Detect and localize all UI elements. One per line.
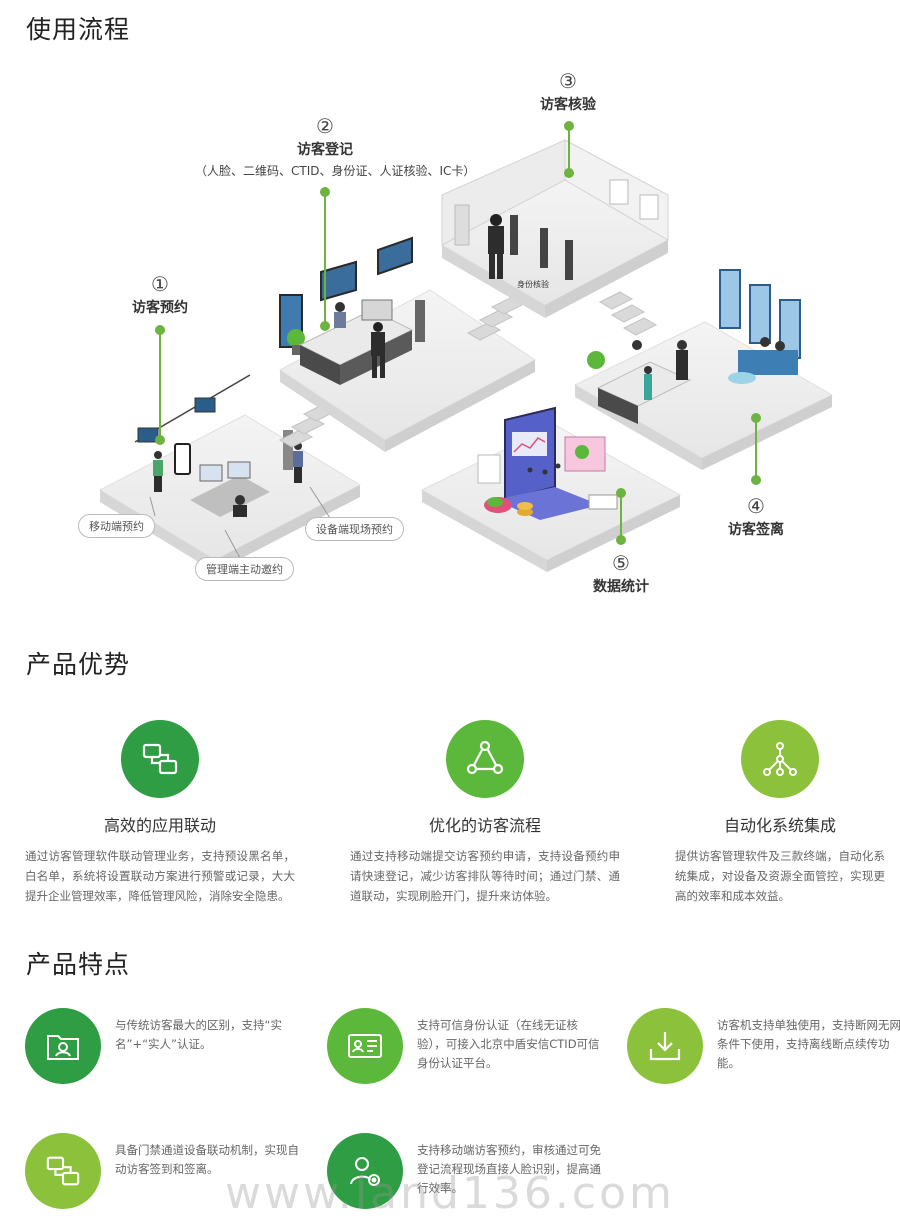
feature-item: 与传统访客最大的区别，支持“实名”+“实人”认证。	[25, 1008, 305, 1088]
features-section-title: 产品特点	[26, 950, 131, 979]
linked-screens-icon	[121, 720, 199, 798]
advantage-title: 自动化系统集成	[723, 816, 836, 835]
callout-lines	[155, 121, 761, 545]
feature-desc: 具备门禁通道设备联动机制，实现自动访客签到和签离。	[115, 1143, 299, 1176]
advantage-item: 优化的访客流程 通过支持移动端提交访客预约申请，支持设备预约申请快速登记，减少访…	[350, 720, 620, 906]
feature-desc: 支持移动端访客预约，审核通过可免登记流程现场直接人脸识别，提高通行效率。	[417, 1143, 601, 1195]
advantage-title: 高效的应用联动	[103, 816, 216, 835]
step-number: ④	[747, 494, 765, 518]
step-statistics: ⑤ 数据统计	[581, 552, 661, 596]
step-label: 访客签离	[728, 522, 784, 538]
tag-admin-invitation: 管理端主动邀约	[195, 557, 294, 581]
platform-registration	[279, 236, 536, 452]
step-label: 数据统计	[593, 579, 649, 595]
step-label: 访客登记	[297, 142, 353, 158]
stairs-3	[598, 291, 658, 336]
hierarchy-icon	[741, 720, 819, 798]
step-verification: ③ 访客核验	[528, 70, 608, 114]
feature-item: 访客机支持单独使用，支持断网无网条件下使用，支持离线断点续传功能。	[627, 1008, 900, 1088]
advantage-item: 高效的应用联动 通过访客管理软件联动管理业务，支持预设黑名单，白名单，系统将设置…	[25, 720, 295, 906]
tag-mobile-reservation: 移动端预约	[78, 514, 155, 538]
id-folder-icon	[25, 1008, 101, 1084]
stairs-2	[466, 296, 526, 341]
usage-section-title: 使用流程	[26, 15, 131, 44]
step-signout: ④ 访客签离	[716, 495, 796, 539]
step-number: ①	[151, 272, 169, 296]
step-registration: ② 访客登记 （人脸、二维码、CTID、身份证、人证核验、IC卡）	[195, 114, 476, 179]
user-settings-icon	[327, 1133, 403, 1209]
advantages-section-title: 产品优势	[26, 650, 131, 679]
office-isometric-illustration	[98, 121, 834, 572]
feature-item: 具备门禁通道设备联动机制，实现自动访客签到和签离。	[25, 1133, 305, 1213]
step-reservation: ① 访客预约	[120, 273, 200, 317]
feature-item: 支持可信身份认证（在线无证核验），可接入北京中盾安信CTID可信身份认证平台。	[327, 1008, 607, 1088]
id-card-icon	[327, 1008, 403, 1084]
feature-desc: 支持可信身份认证（在线无证核验），可接入北京中盾安信CTID可信身份认证平台。	[417, 1018, 600, 1070]
platform-reservation	[98, 374, 362, 572]
step-label: 访客核验	[540, 97, 596, 113]
flow-cycle-icon	[446, 720, 524, 798]
advantage-desc: 通过支持移动端提交访客预约申请，支持设备预约申请快速登记，减少访客排队等待时间；…	[350, 849, 620, 903]
advantage-desc: 通过访客管理软件联动管理业务，支持预设黑名单，白名单，系统将设置联动方案进行预警…	[25, 849, 295, 903]
step-number: ②	[316, 114, 334, 138]
step-number: ⑤	[612, 551, 630, 575]
platform-verification	[440, 139, 670, 318]
feature-item: 支持移动端访客预约，审核通过可免登记流程现场直接人脸识别，提高通行效率。	[327, 1133, 607, 1213]
linked-screens-icon	[25, 1133, 101, 1209]
tag-id-check: 身份核验	[517, 280, 549, 289]
usage-flow-diagram: ① 访客预约 ② 访客登记 （人脸、二维码、CTID、身份证、人证核验、IC卡）…	[0, 50, 900, 610]
feature-desc: 与传统访客最大的区别，支持“实名”+“实人”认证。	[115, 1018, 282, 1051]
platform-signout	[573, 269, 834, 470]
advantage-item: 自动化系统集成 提供访客管理软件及三款终端，自动化系统集成，对设备及资源全面管控…	[675, 720, 885, 906]
platform-statistics	[420, 406, 682, 572]
advantage-desc: 提供访客管理软件及三款终端，自动化系统集成，对设备及资源全面管控，实现更高的效率…	[675, 849, 885, 903]
feature-desc: 访客机支持单独使用，支持断网无网条件下使用，支持离线断点续传功能。	[717, 1018, 900, 1070]
watermark-text: www.land136.com	[225, 1168, 675, 1219]
step-label: 访客预约	[132, 300, 188, 316]
download-tray-icon	[627, 1008, 703, 1084]
tag-device-reservation: 设备端现场预约	[305, 517, 404, 541]
advantage-title: 优化的访客流程	[428, 816, 541, 835]
step-sublabel: （人脸、二维码、CTID、身份证、人证核验、IC卡）	[195, 164, 476, 178]
step-number: ③	[559, 69, 577, 93]
